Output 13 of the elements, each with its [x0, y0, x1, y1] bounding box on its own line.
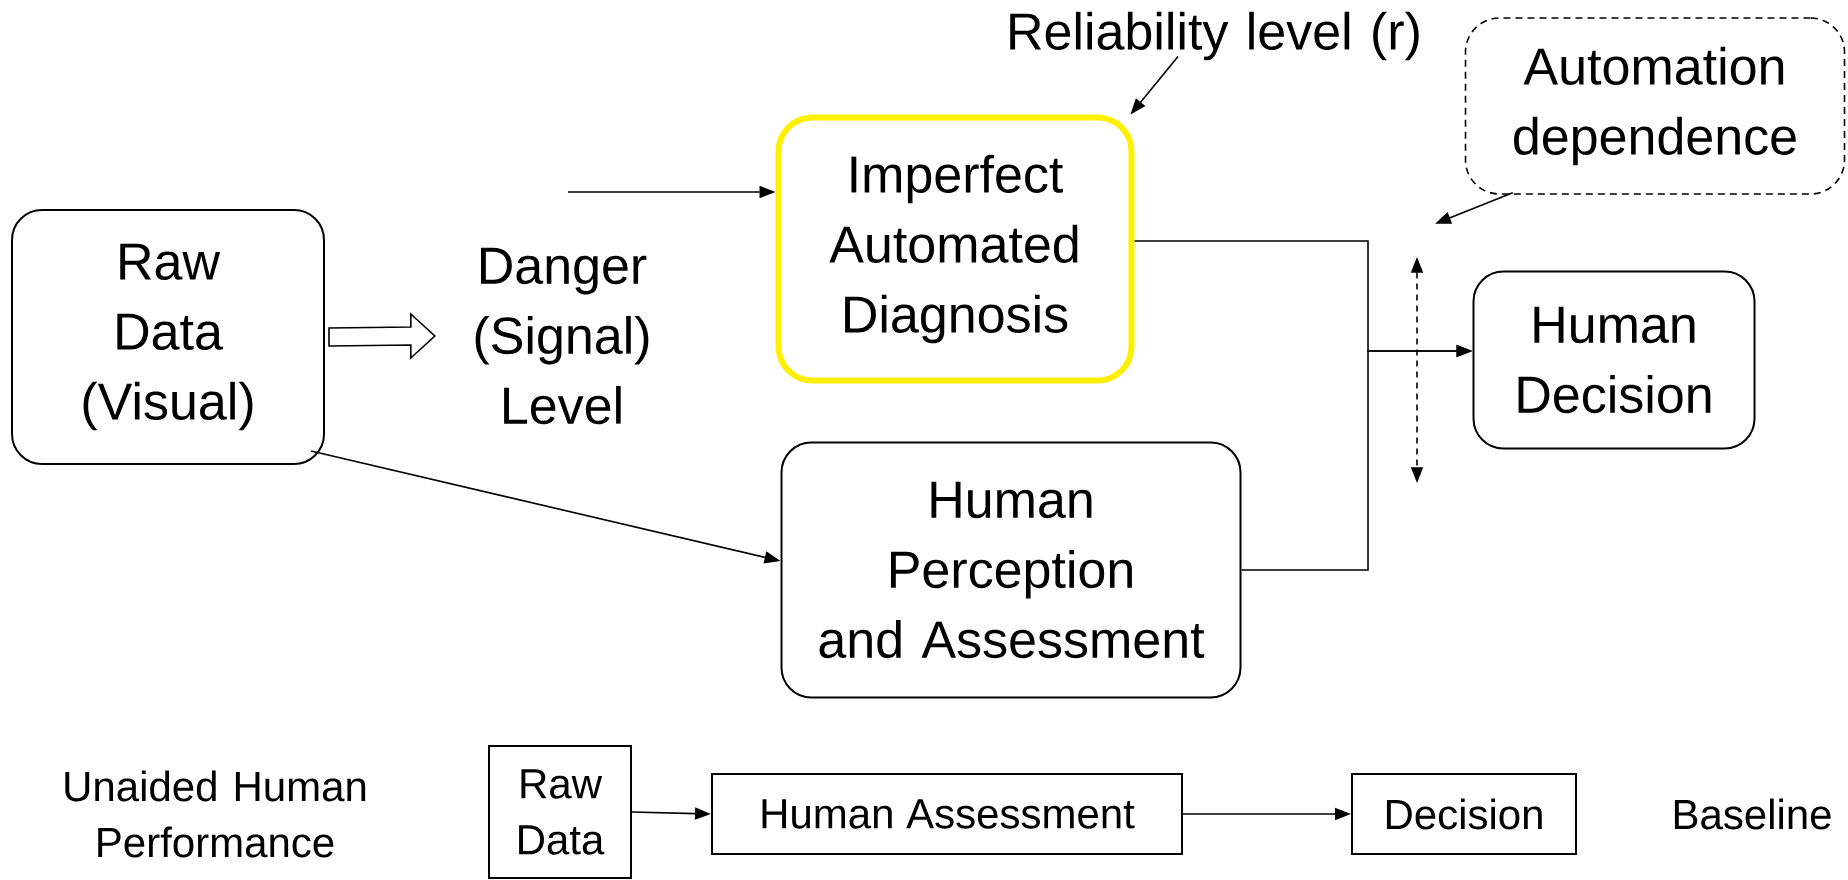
process-box: Human Perception and Assessment: [780, 441, 1242, 699]
block-arrow: [328, 312, 436, 360]
process-box: Raw Data (Visual): [11, 209, 325, 465]
process-box: Human Decision: [1472, 270, 1756, 450]
process-box: Decision: [1351, 773, 1577, 855]
parameter-text: Reliability level (r): [1010, 11, 1419, 61]
highlighted-box: Imperfect Automated Diagnosis: [775, 114, 1135, 384]
side-label: Baseline: [1674, 798, 1831, 830]
process-box: Raw Data: [488, 745, 632, 879]
dashed-box: Automation dependence: [1464, 17, 1846, 195]
process-box: Human Assessment: [711, 773, 1183, 855]
signal-text: Danger (Signal) Level: [475, 247, 649, 425]
side-label: Unaided Human Performance: [65, 770, 366, 858]
